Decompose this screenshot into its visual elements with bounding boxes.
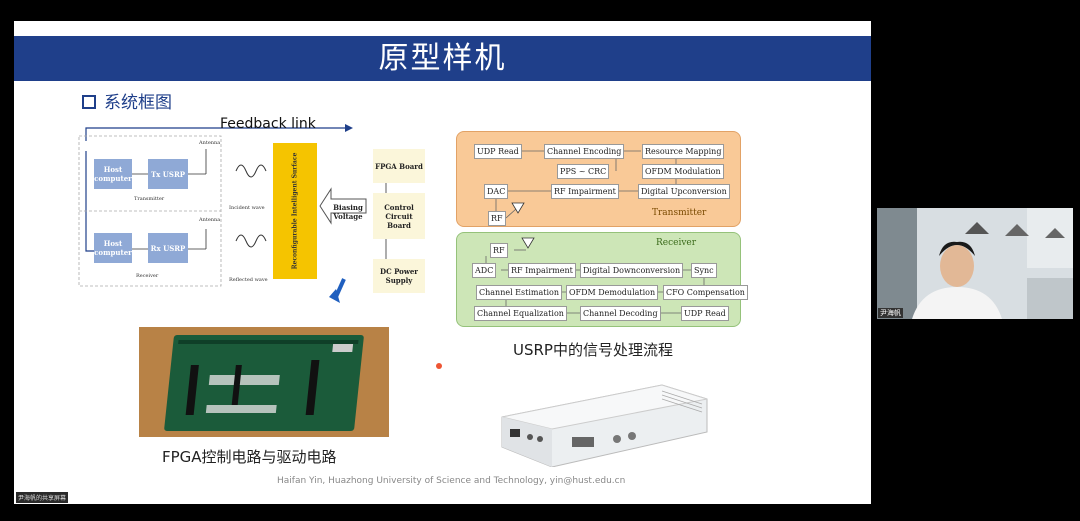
speaker-video — [877, 208, 1073, 319]
rx-digital-downconversion: Digital Downconversion — [580, 263, 684, 278]
slide-title-bar: 原型样机 — [14, 36, 871, 81]
rx-rf: RF — [490, 243, 508, 258]
ris-panel: Reconfigurable Intelligent Surface — [273, 143, 317, 279]
usrp-flow-diagram: UDP Read Channel Encoding Resource Mappi… — [456, 131, 748, 327]
usrp-device-photo — [492, 377, 712, 468]
rx-channel-equalization: Channel Equalization — [474, 306, 567, 321]
slide-footer: Haifan Yin, Huazhong University of Scien… — [277, 476, 626, 486]
screen-share-label: 尹海帆的共享屏幕 — [16, 492, 69, 503]
speaker-name: 尹海帆 — [878, 308, 903, 318]
rx-ofdm-demodulation: OFDM Demodulation — [566, 285, 659, 300]
section-heading: 系统框图 — [82, 88, 172, 113]
flow-lines — [485, 150, 705, 314]
tx-ofdm-modulation: OFDM Modulation — [642, 164, 724, 179]
rx-usrp-box: Rx USRP — [148, 233, 188, 263]
host-computer-rx: Host computer — [94, 233, 132, 263]
fpga-board-box: FPGA Board — [373, 149, 425, 183]
reflected-wave-label: Reflected wave — [229, 277, 268, 283]
diagram-lines — [78, 124, 387, 303]
usrp-device-drawing — [501, 384, 708, 468]
control-board-box: Control Circuit Board — [373, 193, 425, 239]
receiver-group-label: Receiver — [656, 238, 697, 248]
system-block-diagram: Feedback link Host computer Tx USRP Tran… — [76, 116, 436, 311]
laser-pointer-dot — [436, 363, 442, 369]
receiver-label: Receiver — [136, 273, 159, 279]
rx-channel-estimation: Channel Estimation — [476, 285, 562, 300]
tx-dac: DAC — [484, 184, 509, 199]
rx-cfo-compensation: CFO Compensation — [663, 285, 748, 300]
fpga-caption: FPGA控制电路与驱动电路 — [162, 448, 337, 466]
rx-adc: ADC — [472, 263, 497, 278]
usrp-caption: USRP中的信号处理流程 — [513, 341, 673, 359]
rx-rf-impairment: RF Impairment — [508, 263, 576, 278]
ris-label: Reconfigurable Intelligent Surface — [291, 152, 299, 270]
tx-udp-read: UDP Read — [474, 144, 522, 159]
antenna-rx-label: Antenna — [199, 217, 221, 223]
slide-title: 原型样机 — [378, 41, 507, 76]
transmitter-group-label: Transmitter — [652, 208, 707, 218]
shared-slide: 原型样机 系统框图 Feedback link Host — [14, 21, 871, 504]
tx-resource-mapping: Resource Mapping — [642, 144, 725, 159]
tx-rf: RF — [488, 211, 506, 226]
tx-usrp-box: Tx USRP — [148, 159, 188, 189]
pcb-details — [178, 340, 359, 415]
tx-digital-upconversion: Digital Upconversion — [638, 184, 730, 199]
tx-pps-crc: PPS ~ CRC — [557, 164, 610, 179]
tx-channel-encoding: Channel Encoding — [544, 144, 625, 159]
square-bullet-icon — [82, 95, 96, 109]
antenna-tx-label: Antenna — [199, 140, 221, 146]
incident-wave-label: Incident wave — [229, 205, 265, 211]
tx-rf-impairment: RF Impairment — [551, 184, 619, 199]
fpga-board-photo — [139, 327, 389, 437]
transmitter-label: Transmitter — [134, 196, 165, 202]
host-computer-tx: Host computer — [94, 159, 132, 189]
section-label: 系统框图 — [104, 93, 172, 113]
feedback-link-label: Feedback link — [220, 116, 316, 132]
rx-udp-read: UDP Read — [681, 306, 729, 321]
rx-channel-decoding: Channel Decoding — [580, 306, 661, 321]
speaker-video-tile[interactable]: 尹海帆 — [877, 208, 1073, 319]
pcb-board — [163, 335, 365, 431]
dc-power-box: DC Power Supply — [373, 259, 425, 293]
biasing-voltage-label: Biasing Voltage — [333, 203, 363, 221]
rx-sync: Sync — [691, 263, 717, 278]
